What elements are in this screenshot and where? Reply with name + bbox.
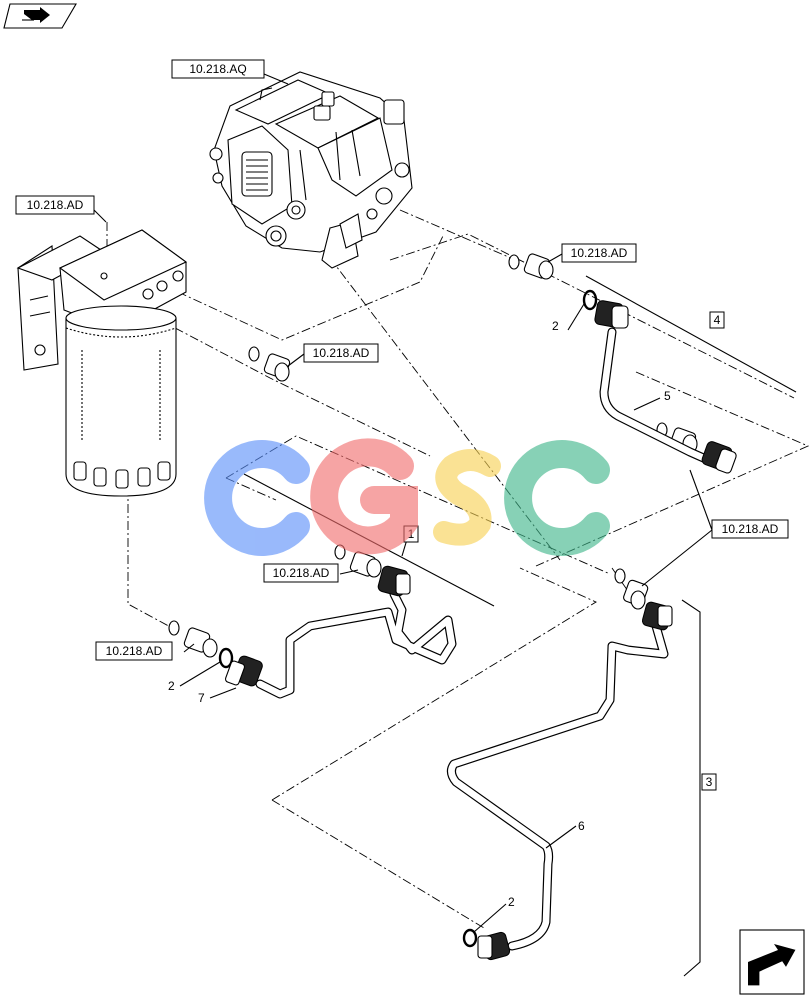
ref-label-fitting-mid-left[interactable]: 10.218.AD: [303, 343, 379, 363]
fuel-pipe-6[interactable]: [446, 601, 673, 961]
svg-text:4: 4: [714, 313, 721, 327]
next-page-arrow-icon[interactable]: [739, 929, 805, 995]
callout-pipe-5: 5: [664, 389, 671, 403]
callout-oring-bottom: 2: [508, 895, 515, 909]
callout-pipe-6: 6: [578, 819, 585, 833]
watermark-letter-2: [310, 438, 418, 555]
book-arrow-icon[interactable]: [3, 3, 77, 29]
fuel-filter[interactable]: [16, 229, 188, 497]
fitting-mid-left[interactable]: [248, 346, 291, 382]
svg-text:10.218.AD: 10.218.AD: [27, 198, 84, 212]
watermark-logo: [204, 438, 610, 556]
svg-text:10.218.AD: 10.218.AD: [106, 644, 163, 658]
ref-label-pump[interactable]: 10.218.AQ: [171, 59, 265, 79]
construction-lines: [106, 209, 810, 929]
assembly-label-4[interactable]: 4: [709, 311, 725, 329]
watermark-letter-3: [433, 449, 501, 546]
fitting-right[interactable]: [614, 568, 649, 610]
leader-lines: [93, 73, 713, 933]
svg-text:10.218.AD: 10.218.AD: [313, 346, 370, 360]
callout-oring-left: 2: [168, 679, 175, 693]
fitting-top-right[interactable]: [508, 253, 554, 280]
fuel-pipe-5[interactable]: [594, 300, 737, 474]
fuel-injection-pump[interactable]: [209, 71, 413, 269]
svg-text:10.218.AD: 10.218.AD: [722, 522, 779, 536]
svg-text:10.218.AQ: 10.218.AQ: [189, 62, 246, 76]
ref-label-fitting-right[interactable]: 10.218.AD: [711, 519, 789, 539]
ref-label-fitting-bottom-left[interactable]: 10.218.AD: [95, 641, 173, 661]
fitting-bottom-left[interactable]: [168, 620, 218, 658]
svg-text:3: 3: [706, 775, 713, 789]
ref-label-filter[interactable]: 10.218.AD: [15, 195, 95, 215]
svg-text:10.218.AD: 10.218.AD: [571, 246, 628, 260]
o-ring-left[interactable]: [218, 647, 234, 669]
fuel-pipe-7[interactable]: [224, 565, 457, 699]
watermark-letter-4: [504, 440, 610, 556]
ref-label-fitting-center[interactable]: 10.218.AD: [263, 563, 339, 583]
assembly-label-3[interactable]: 3: [701, 773, 717, 791]
svg-text:10.218.AD: 10.218.AD: [273, 566, 330, 580]
o-ring-bottom[interactable]: [462, 928, 478, 948]
watermark-letter-1: [204, 440, 310, 556]
callout-oring-upper: 2: [552, 319, 559, 333]
o-ring-upper[interactable]: [582, 289, 598, 311]
callout-pipe-7: 7: [198, 691, 205, 705]
ref-label-fitting-top-right[interactable]: 10.218.AD: [561, 243, 637, 263]
